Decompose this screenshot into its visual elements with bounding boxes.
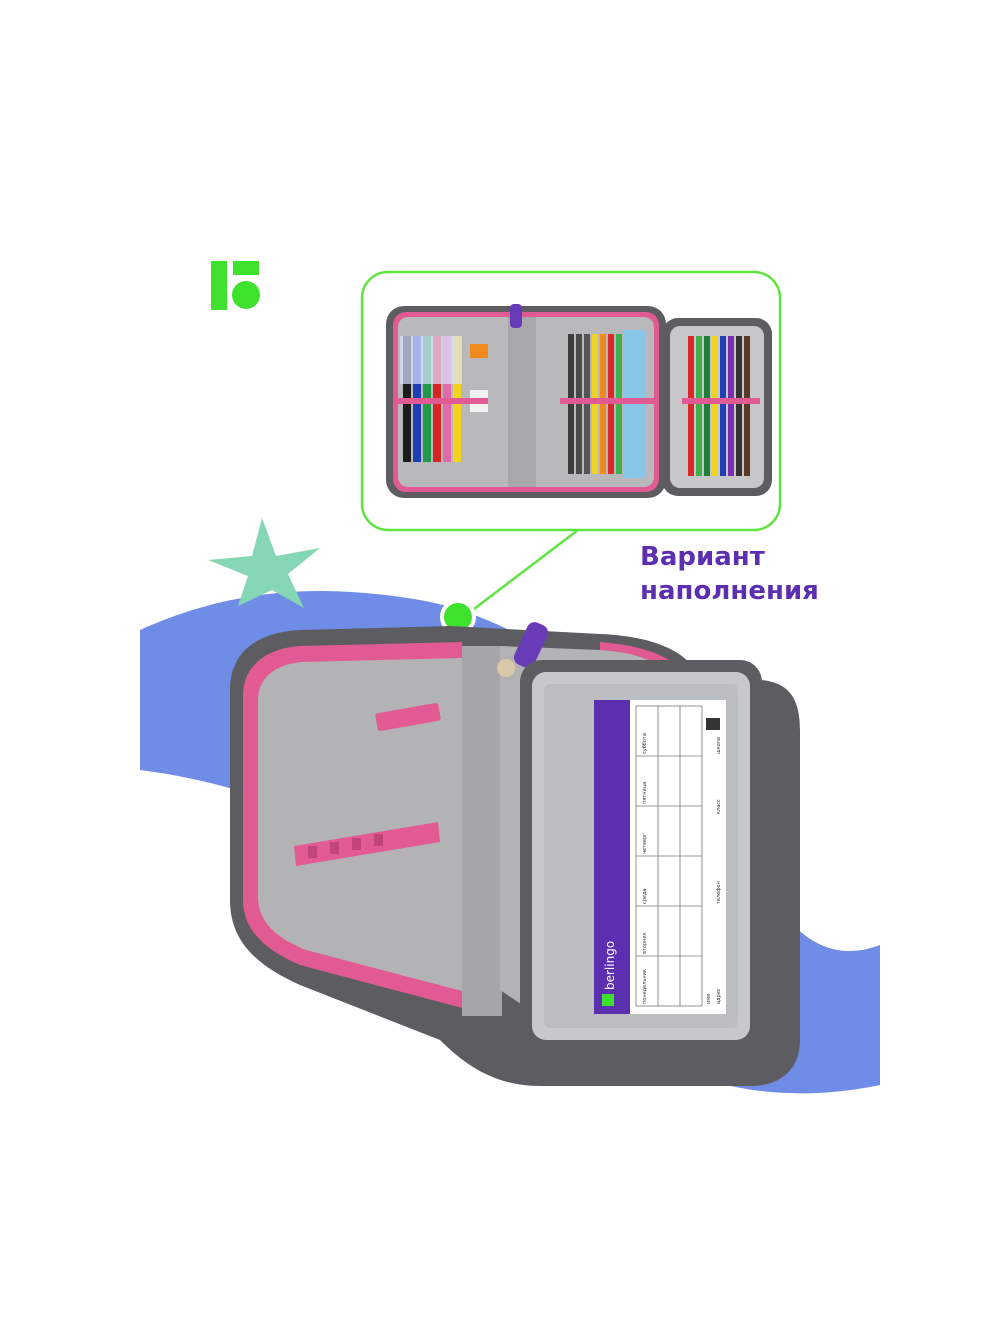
- caption-line-1: Вариант: [640, 542, 765, 572]
- filling-caption: Вариант наполнения: [640, 540, 880, 608]
- card-field-2: адрес: [716, 988, 722, 1004]
- elastic-strap-pencil-loops: [294, 822, 440, 866]
- card-field-4: класс: [716, 799, 722, 814]
- brand-logo-icon: [211, 261, 260, 310]
- filled-case-photo: [386, 304, 772, 498]
- timetable-card: berlingo понедельник вторник среда четве…: [594, 700, 726, 1014]
- pencils-right: [688, 336, 750, 476]
- card-brand: berlingo: [603, 941, 617, 990]
- elastic-strap-upper: [375, 703, 441, 731]
- star-decoration-icon: [208, 518, 320, 608]
- card-robot-icon: [706, 718, 720, 730]
- card-field-3: телефон: [716, 881, 722, 904]
- zipper-pull: [513, 622, 549, 668]
- callout-connector: [469, 529, 579, 613]
- card-day-5: пятница: [642, 782, 648, 804]
- card-day-3: среда: [642, 888, 648, 904]
- card-day-6: суббота: [642, 733, 648, 754]
- card-day-2: вторник: [642, 932, 648, 954]
- card-day-4: четверг: [642, 833, 648, 854]
- card-day-1: понедельник: [642, 969, 648, 1004]
- caption-line-2: наполнения: [640, 576, 819, 606]
- card-field-1: имя: [706, 994, 712, 1004]
- card-field-5: школа: [716, 737, 722, 754]
